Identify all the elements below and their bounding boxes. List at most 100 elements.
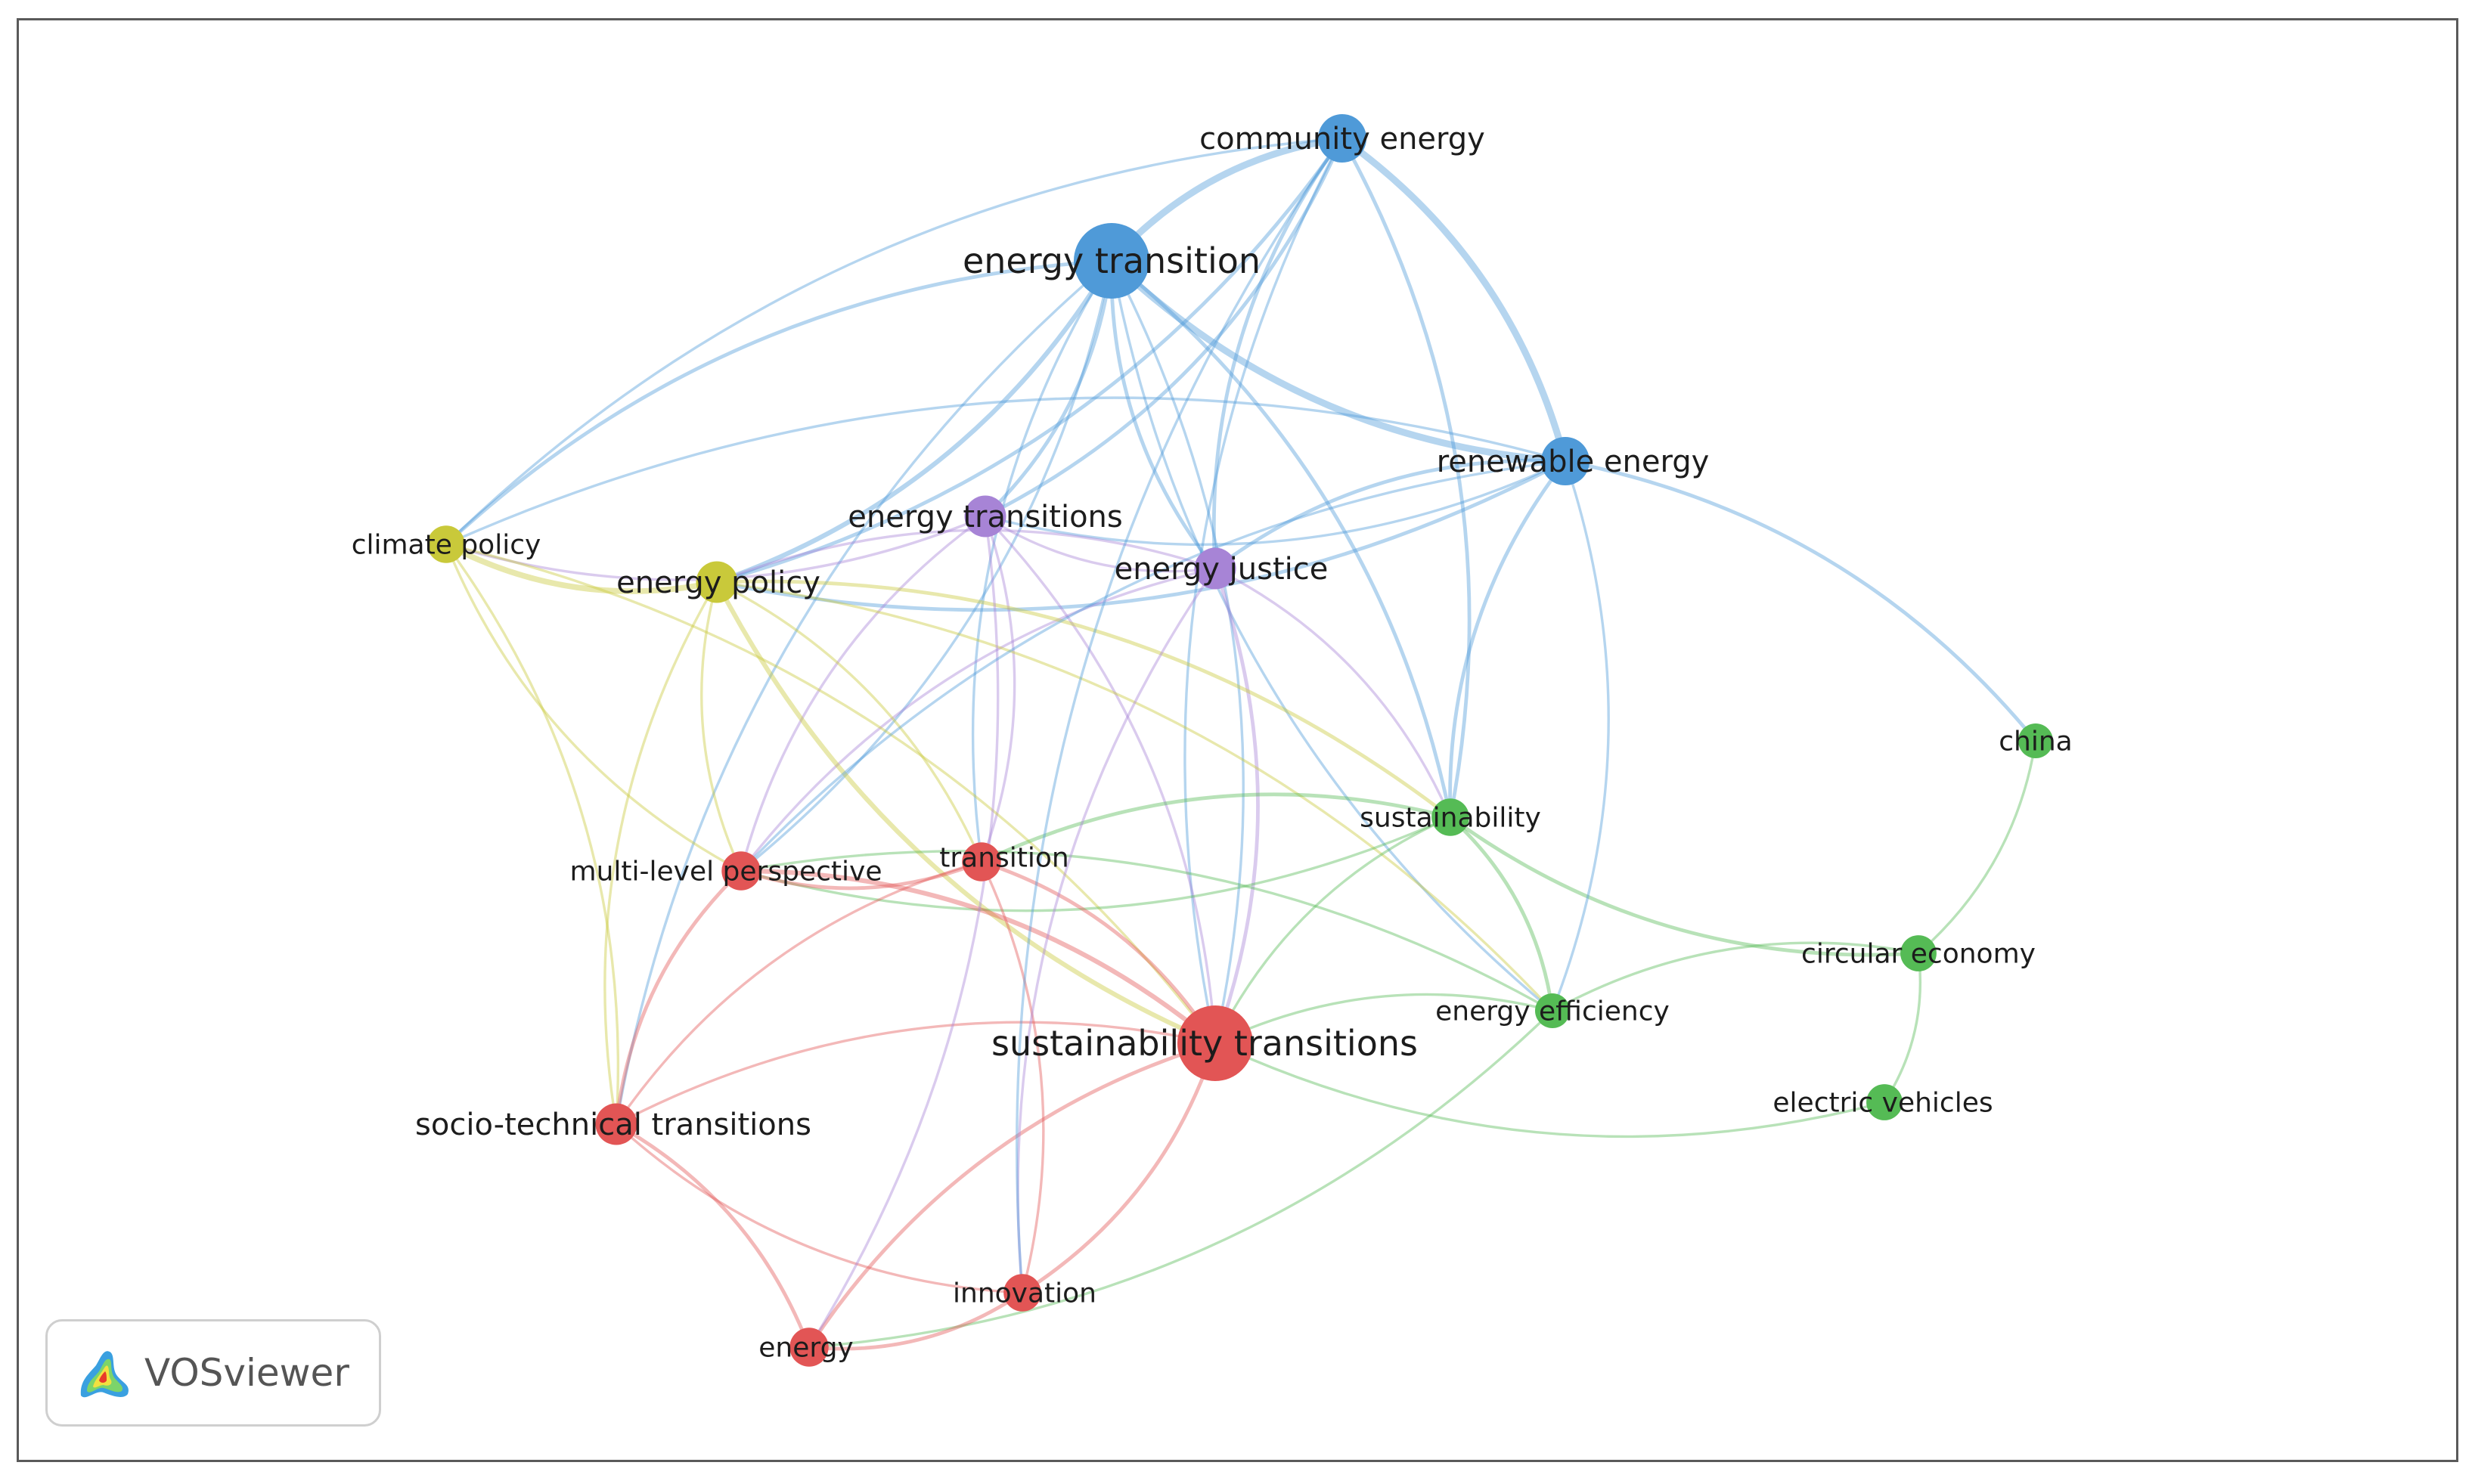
link-energy-policy-energy-efficiency (716, 581, 1554, 1012)
node-transition[interactable] (962, 842, 1001, 881)
link-energy-transition-energy-transitions (984, 260, 1114, 518)
link-socio-technical-transitions-innovation (615, 1123, 1023, 1294)
link-renewable-energy-energy-policy (716, 459, 1567, 612)
node-label-socio-technical-transitions[interactable]: socio-technical transitions (415, 1108, 811, 1142)
node-energy[interactable] (789, 1328, 829, 1367)
link-energy-justice-innovation (1016, 568, 1217, 1293)
link-energy-policy-socio-technical-transitions (603, 581, 718, 1125)
link-multi-level-perspective-socio-technical-transitions (614, 869, 743, 1125)
link-energy-efficiency-sustainability-transitions (1214, 993, 1553, 1045)
link-sustainability-transitions-socio-technical-transitions (616, 1021, 1216, 1126)
link-sustainability-multi-level-perspective (740, 816, 1451, 912)
node-label-innovation[interactable]: innovation (953, 1278, 1096, 1309)
link-renewable-energy-sustainability (1448, 460, 1567, 818)
node-label-sustainability[interactable]: sustainability (1360, 803, 1541, 834)
node-sustainability-transitions[interactable] (1177, 1005, 1253, 1081)
link-energy-transition-socio-technical-transitions (615, 259, 1113, 1125)
link-energy-transitions-sustainability-transitions (984, 515, 1217, 1044)
network-labels: community energy energy transition renewab… (352, 122, 2073, 1364)
link-energy-efficiency-multi-level-perspective (740, 850, 1553, 1012)
link-energy-transition-energy-justice (1109, 260, 1217, 570)
node-label-community-energy[interactable]: community energy (1199, 122, 1485, 156)
node-energy-transitions[interactable] (964, 495, 1006, 538)
link-circular-economy-energy-efficiency (1552, 941, 1919, 1012)
link-sustainability-transitions-energy (807, 1041, 1216, 1349)
node-label-energy[interactable]: energy (758, 1333, 853, 1364)
vosviewer-logo-icon (80, 1351, 129, 1398)
node-socio-technical-transitions[interactable] (595, 1103, 637, 1145)
link-energy-transition-sustainability-transitions (1110, 260, 1245, 1044)
link-renewable-energy-energy-transitions (985, 460, 1566, 547)
link-community-energy-energy-justice (1211, 137, 1344, 569)
node-energy-efficiency[interactable] (1535, 993, 1570, 1028)
link-energy-transition-energy-efficiency (1110, 260, 1554, 1012)
link-sustainability-energy-efficiency (1449, 816, 1555, 1012)
link-community-energy-energy-policy (716, 137, 1344, 584)
node-energy-policy[interactable] (696, 561, 738, 603)
link-renewable-energy-energy-efficiency (1551, 460, 1610, 1012)
link-energy-efficiency-energy (808, 1009, 1554, 1349)
node-circular-economy[interactable] (1900, 935, 1937, 971)
node-label-china[interactable]: china (1999, 727, 2073, 757)
link-sustainability-transition (980, 792, 1451, 864)
link-community-energy-renewable-energy (1340, 135, 1569, 463)
link-energy-transition-climate-policy (445, 259, 1112, 546)
link-community-energy-sustainability (1340, 137, 1472, 818)
node-label-energy-transition[interactable]: energy transition (963, 240, 1261, 281)
node-label-electric-vehicles[interactable]: electric vehicles (1773, 1088, 1993, 1119)
link-energy-justice-sustainability (1214, 567, 1452, 818)
node-multi-level-perspective[interactable] (721, 851, 761, 891)
link-multi-level-perspective-transition (740, 860, 982, 891)
link-energy-transitions-multi-level-perspective (740, 515, 986, 872)
node-community-energy[interactable] (1318, 114, 1366, 163)
link-sustainability-circular-economy (1449, 816, 1919, 957)
link-transition-sustainability-transitions (981, 860, 1217, 1045)
node-label-energy-justice[interactable]: energy justice (1115, 552, 1329, 587)
node-label-energy-policy[interactable]: energy policy (616, 565, 820, 600)
node-label-climate-policy[interactable]: climate policy (352, 530, 541, 561)
node-label-renewable-energy[interactable]: renewable energy (1437, 445, 1710, 479)
node-innovation[interactable] (1003, 1274, 1041, 1312)
link-circular-economy-electric-vehicles (1883, 953, 1922, 1103)
link-energy-transition-sustainability (1110, 259, 1453, 818)
link-multi-level-perspective-sustainability-transitions (740, 868, 1217, 1046)
network-nodes (427, 114, 2053, 1367)
link-energy-transition-renewable-energy (1109, 258, 1566, 465)
link-energy-justice-sustainability-transitions (1213, 568, 1260, 1044)
node-china[interactable] (2018, 723, 2053, 758)
link-climate-policy-sustainability-transitions (445, 543, 1217, 1045)
node-label-multi-level-perspective[interactable]: multi-level perspective (570, 857, 882, 888)
node-energy-transition[interactable] (1074, 223, 1149, 299)
node-label-energy-transitions[interactable]: energy transitions (848, 500, 1123, 534)
link-energy-policy-sustainability (716, 579, 1452, 819)
vosviewer-logo-text: VOSviewer (144, 1351, 349, 1395)
link-community-energy-innovation (1016, 138, 1344, 1293)
node-label-transition[interactable]: transition (939, 843, 1069, 874)
node-renewable-energy[interactable] (1541, 437, 1590, 485)
link-renewable-energy-energy-justice (1214, 458, 1566, 570)
link-renewable-energy-climate-policy (445, 396, 1566, 546)
node-label-energy-efficiency[interactable]: energy efficiency (1435, 996, 1670, 1027)
link-energy-policy-transition (716, 581, 983, 863)
link-climate-policy-multi-level-perspective (445, 544, 742, 872)
link-energy-transitions-energy-justice (985, 515, 1216, 573)
link-energy-transitions-energy (808, 516, 1000, 1348)
link-energy-transition-transition (971, 260, 1113, 863)
link-energy-justice-multi-level-perspective (740, 567, 1216, 872)
link-energy-transition-multi-level-perspective (740, 260, 1113, 872)
link-energy-transition-energy-policy (715, 259, 1114, 584)
node-energy-justice[interactable] (1194, 547, 1236, 590)
node-label-circular-economy[interactable]: circular economy (1801, 939, 2036, 970)
link-china-circular-economy (1917, 740, 2037, 955)
node-label-sustainability-transitions[interactable]: sustainability transitions (991, 1023, 1418, 1064)
node-sustainability[interactable] (1431, 798, 1469, 836)
node-electric-vehicles[interactable] (1866, 1084, 1903, 1120)
link-energy-policy-sustainability-transitions (715, 581, 1217, 1046)
link-socio-technical-transitions-energy (615, 1122, 811, 1348)
link-community-energy-sustainability-transitions (1183, 138, 1344, 1044)
link-transition-socio-technical-transitions (615, 860, 982, 1125)
node-climate-policy[interactable] (427, 525, 465, 563)
link-sustainability-transitions-innovation (1021, 1043, 1217, 1295)
